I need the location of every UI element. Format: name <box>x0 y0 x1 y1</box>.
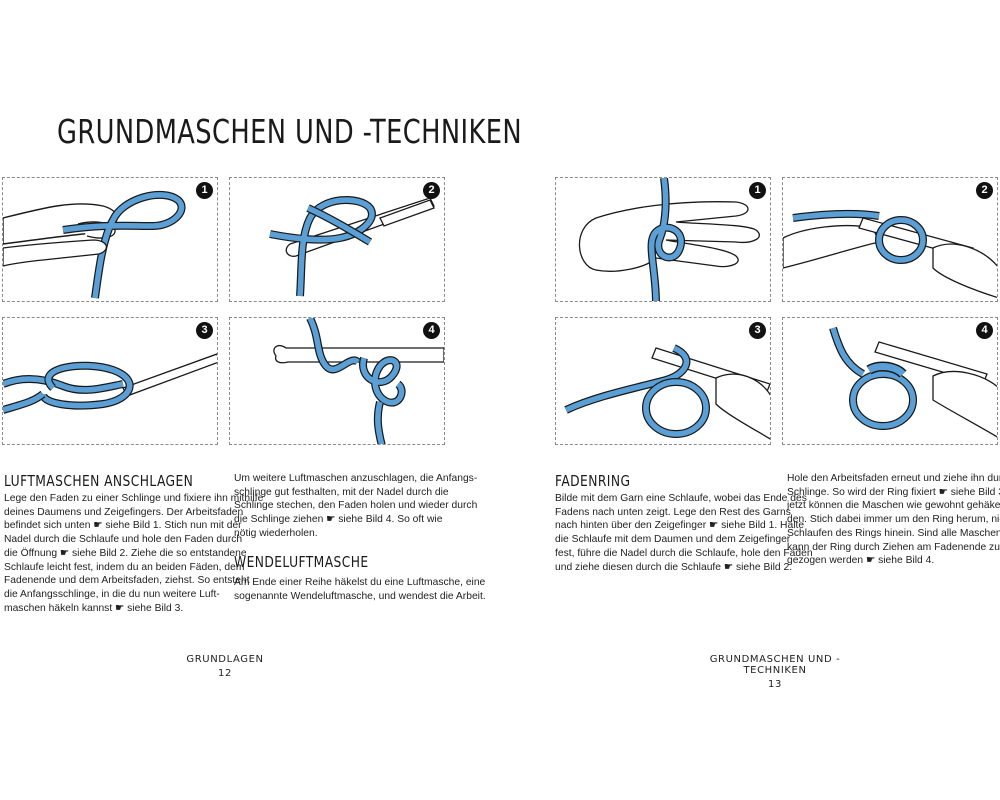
footer-section-label: GRUNDMASCHEN UND -TECHNIKEN <box>690 654 860 676</box>
text-line: die Schlaufe mit dem Daumen und dem Zeig… <box>555 533 813 547</box>
text-line: den. Stich dabei immer um den Ring herum… <box>787 513 1000 527</box>
page-number: 12 <box>170 668 280 679</box>
text-line: sogenannte Wendeluftmasche, und wendest … <box>234 590 486 604</box>
text-line: Bilde mit dem Garn eine Schlaufe, wobei … <box>555 492 813 506</box>
slip-knot-illustration <box>3 318 218 445</box>
text-line: gezogen werden ☛ siehe Bild 4. <box>787 554 1000 568</box>
text-line: Um weitere Luftmaschen anzuschlagen, die… <box>234 472 477 486</box>
hand-with-loop-illustration <box>3 178 218 302</box>
right-page: 1 2 3 <box>500 0 1000 800</box>
step-number-badge: 3 <box>749 322 766 339</box>
footer-section-label: GRUNDLAGEN <box>170 654 280 665</box>
hand-forming-ring-illustration <box>556 178 771 302</box>
left-page: GRUNDMASCHEN UND -TECHNIKEN 1 2 <box>0 0 500 800</box>
illustration-panel-4: 4 <box>229 317 445 445</box>
text-line: nötig wiederholen. <box>234 527 477 541</box>
stitches-around-ring-illustration <box>783 318 998 445</box>
text-line: die Anfangsschlinge, in die du nun weite… <box>4 588 263 602</box>
hook-in-ring-illustration <box>783 178 998 302</box>
text-line: maschen häkeln kannst ☛ siehe Bild 3. <box>4 602 263 616</box>
step-number-badge: 1 <box>749 182 766 199</box>
step-number-badge: 3 <box>196 322 213 339</box>
text-line: befindet sich unten ☛ siehe Bild 1. Stic… <box>4 519 263 533</box>
text-line: deines Daumens und Zeigefingers. Der Arb… <box>4 506 263 520</box>
step-number-badge: 4 <box>976 322 993 339</box>
illustration-panel-4: 4 <box>782 317 998 445</box>
step-number-badge: 2 <box>423 182 440 199</box>
text-line: Fadenende und dem Arbeitsfaden, ziehst. … <box>4 574 263 588</box>
section-body-luftmaschen-continued: Um weitere Luftmaschen anzuschlagen, die… <box>234 472 477 541</box>
text-line: Lege den Faden zu einer Schlinge und fix… <box>4 492 263 506</box>
section-body-luftmaschen: Lege den Faden zu einer Schlinge und fix… <box>4 492 263 615</box>
text-line: Nadel durch die Schlaufe und hole den Fa… <box>4 533 263 547</box>
text-line: Schlaufen des Rings hinein. Sind alle Ma… <box>787 527 1000 541</box>
text-line: die Schlinge ziehen ☛ siehe Bild 4. So o… <box>234 513 477 527</box>
illustration-panel-3: 3 <box>2 317 218 445</box>
step-number-badge: 4 <box>423 322 440 339</box>
illustration-panel-3: 3 <box>555 317 771 445</box>
chain-stitch-illustration <box>230 318 445 445</box>
illustration-panel-2: 2 <box>782 177 998 302</box>
section-heading-fadenring: FADENRING <box>555 472 630 490</box>
section-body-wendeluftmasche: Am Ende einer Reihe häkelst du eine Luft… <box>234 576 486 603</box>
text-line: nach hinten über den Zeigefinger ☛ siehe… <box>555 519 813 533</box>
text-line: Fadens nach unten zeigt. Lege den Rest d… <box>555 506 813 520</box>
text-line: fest, führe die Nadel durch die Schlaufe… <box>555 547 813 561</box>
step-number-badge: 1 <box>196 182 213 199</box>
section-body-fadenring: Bilde mit dem Garn eine Schlaufe, wobei … <box>555 492 813 574</box>
text-line: und ziehe diesen durch die Schlaufe ☛ si… <box>555 561 813 575</box>
section-heading-luftmaschen: LUFTMASCHEN ANSCHLAGEN <box>4 472 193 490</box>
text-line: Schlinge. So wird der Ring fixiert ☛ sie… <box>787 486 1000 500</box>
illustration-panel-1: 1 <box>2 177 218 302</box>
section-heading-wendeluftmasche: WENDELUFTMASCHE <box>234 553 369 571</box>
illustration-panel-2: 2 <box>229 177 445 302</box>
text-line: Schlinge stechen, den Faden holen und wi… <box>234 499 477 513</box>
illustration-panel-1: 1 <box>555 177 771 302</box>
text-line: Schlaufe leicht fest, indem du an beiden… <box>4 561 263 575</box>
page-footer-left: GRUNDLAGEN 12 <box>170 654 280 679</box>
page-number: 13 <box>690 679 860 690</box>
page-footer-right: GRUNDMASCHEN UND -TECHNIKEN 13 <box>690 654 860 690</box>
text-line: die Öffnung ☛ siehe Bild 2. Ziehe die so… <box>4 547 263 561</box>
text-line: jetzt können die Maschen wie gewohnt geh… <box>787 499 1000 513</box>
text-line: Hole den Arbeitsfaden erneut und ziehe i… <box>787 472 1000 486</box>
page-title: GRUNDMASCHEN UND -TECHNIKEN <box>57 112 522 151</box>
step-number-badge: 2 <box>976 182 993 199</box>
text-line: Am Ende einer Reihe häkelst du eine Luft… <box>234 576 486 590</box>
section-body-fadenring-continued: Hole den Arbeitsfaden erneut und ziehe i… <box>787 472 1000 568</box>
hook-through-loop-illustration <box>230 178 445 302</box>
text-line: kann der Ring durch Ziehen am Fadenende … <box>787 541 1000 555</box>
text-line: schlinge gut festhalten, mit der Nadel d… <box>234 486 477 500</box>
ring-fixed-illustration <box>556 318 771 445</box>
